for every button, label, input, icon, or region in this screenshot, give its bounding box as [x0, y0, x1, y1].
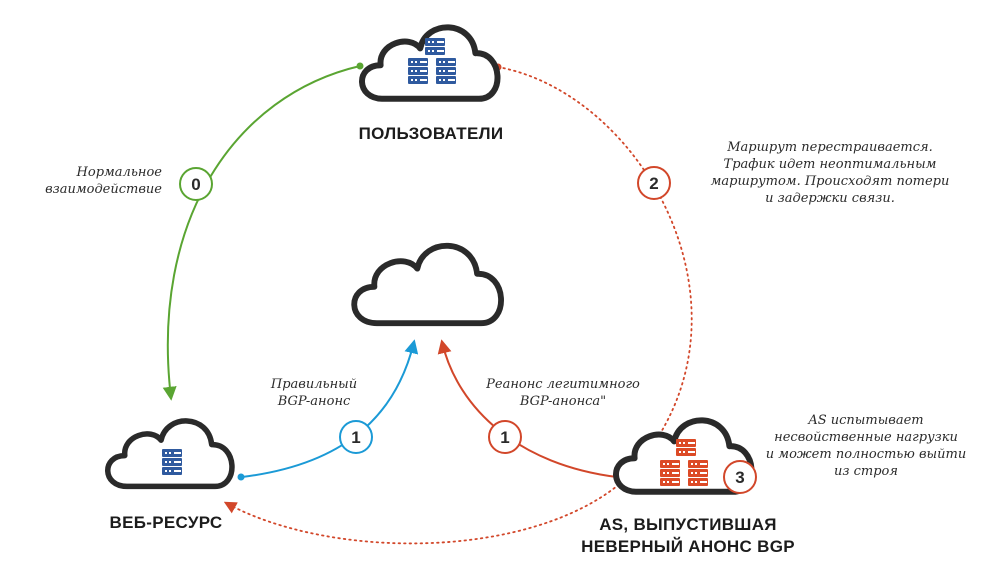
- bad-as-title-line2: НЕВЕРНЫЙ АНОНС BGP: [581, 537, 795, 556]
- step-2-number: 2: [649, 174, 658, 193]
- note-reannounce-line1: Реанонс легитимного: [485, 377, 640, 392]
- note-overload-line1: AS испытывает: [807, 413, 923, 428]
- bad-as-title-line1: AS, ВЫПУСТИВШАЯ: [599, 515, 777, 534]
- rerouted-traffic-connector: [223, 66, 693, 545]
- note-correct-line2: BGP-анонс: [277, 394, 351, 409]
- step-1-correct-badge: 1: [339, 420, 373, 454]
- step-0-badge: 0: [179, 167, 213, 201]
- note-reannounce-line2: BGP-анонса": [519, 394, 606, 409]
- reannouncement-connector: [437, 339, 618, 478]
- note-correct-line1: Правильный: [270, 377, 357, 392]
- internet-cloud-icon: [354, 246, 501, 323]
- note-overload-line4: из строя: [834, 464, 898, 479]
- step-1-reannounce-number: 1: [500, 428, 509, 447]
- note-overload-line3: и может полностью выйти: [766, 447, 966, 462]
- note-normal: Нормальное взаимодействие: [45, 165, 162, 197]
- web-resource-server-rack-icon: [162, 449, 182, 475]
- users-title: ПОЛЬЗОВАТЕЛИ: [359, 124, 504, 143]
- note-reroute-line2: Трафик идет неоптимальным: [724, 157, 937, 172]
- step-1-correct-number: 1: [351, 428, 360, 447]
- web-resource-title: ВЕБ-РЕСУРС: [110, 513, 223, 532]
- step-0-number: 0: [191, 175, 200, 194]
- note-reannounce: Реанонс легитимного BGP-анонса": [485, 377, 640, 409]
- step-1-reannounce-badge: 1: [488, 420, 522, 454]
- note-reroute-line4: и задержки связи.: [765, 191, 895, 206]
- users-node: ПОЛЬЗОВАТЕЛИ: [359, 27, 504, 143]
- web-resource-node: ВЕБ-РЕСУРС: [108, 421, 232, 532]
- correct-announcement-connector: [241, 339, 419, 478]
- correct-announcement-start-dot: [237, 473, 245, 481]
- normal-traffic-connector: [162, 65, 361, 401]
- note-normal-line1: Нормальное: [76, 165, 163, 180]
- note-overload: AS испытывает несвойственные нагрузки и …: [766, 413, 966, 479]
- note-overload-line2: несвойственные нагрузки: [774, 430, 958, 445]
- note-reroute-line1: Маршрут перестраивается.: [726, 140, 933, 155]
- note-normal-line2: взаимодействие: [45, 182, 162, 197]
- step-2-badge: 2: [637, 166, 671, 200]
- bad-as-node: AS, ВЫПУСТИВШАЯ НЕВЕРНЫЙ АНОНС BGP: [581, 420, 795, 556]
- step-3-number: 3: [735, 468, 744, 487]
- note-reroute-line3: маршрутом. Происходят потери: [711, 174, 950, 189]
- normal-traffic-start-dot: [356, 62, 364, 70]
- note-correct: Правильный BGP-анонс: [270, 377, 357, 409]
- note-reroute: Маршрут перестраивается. Трафик идет нео…: [711, 140, 950, 206]
- step-3-badge: 3: [723, 460, 757, 494]
